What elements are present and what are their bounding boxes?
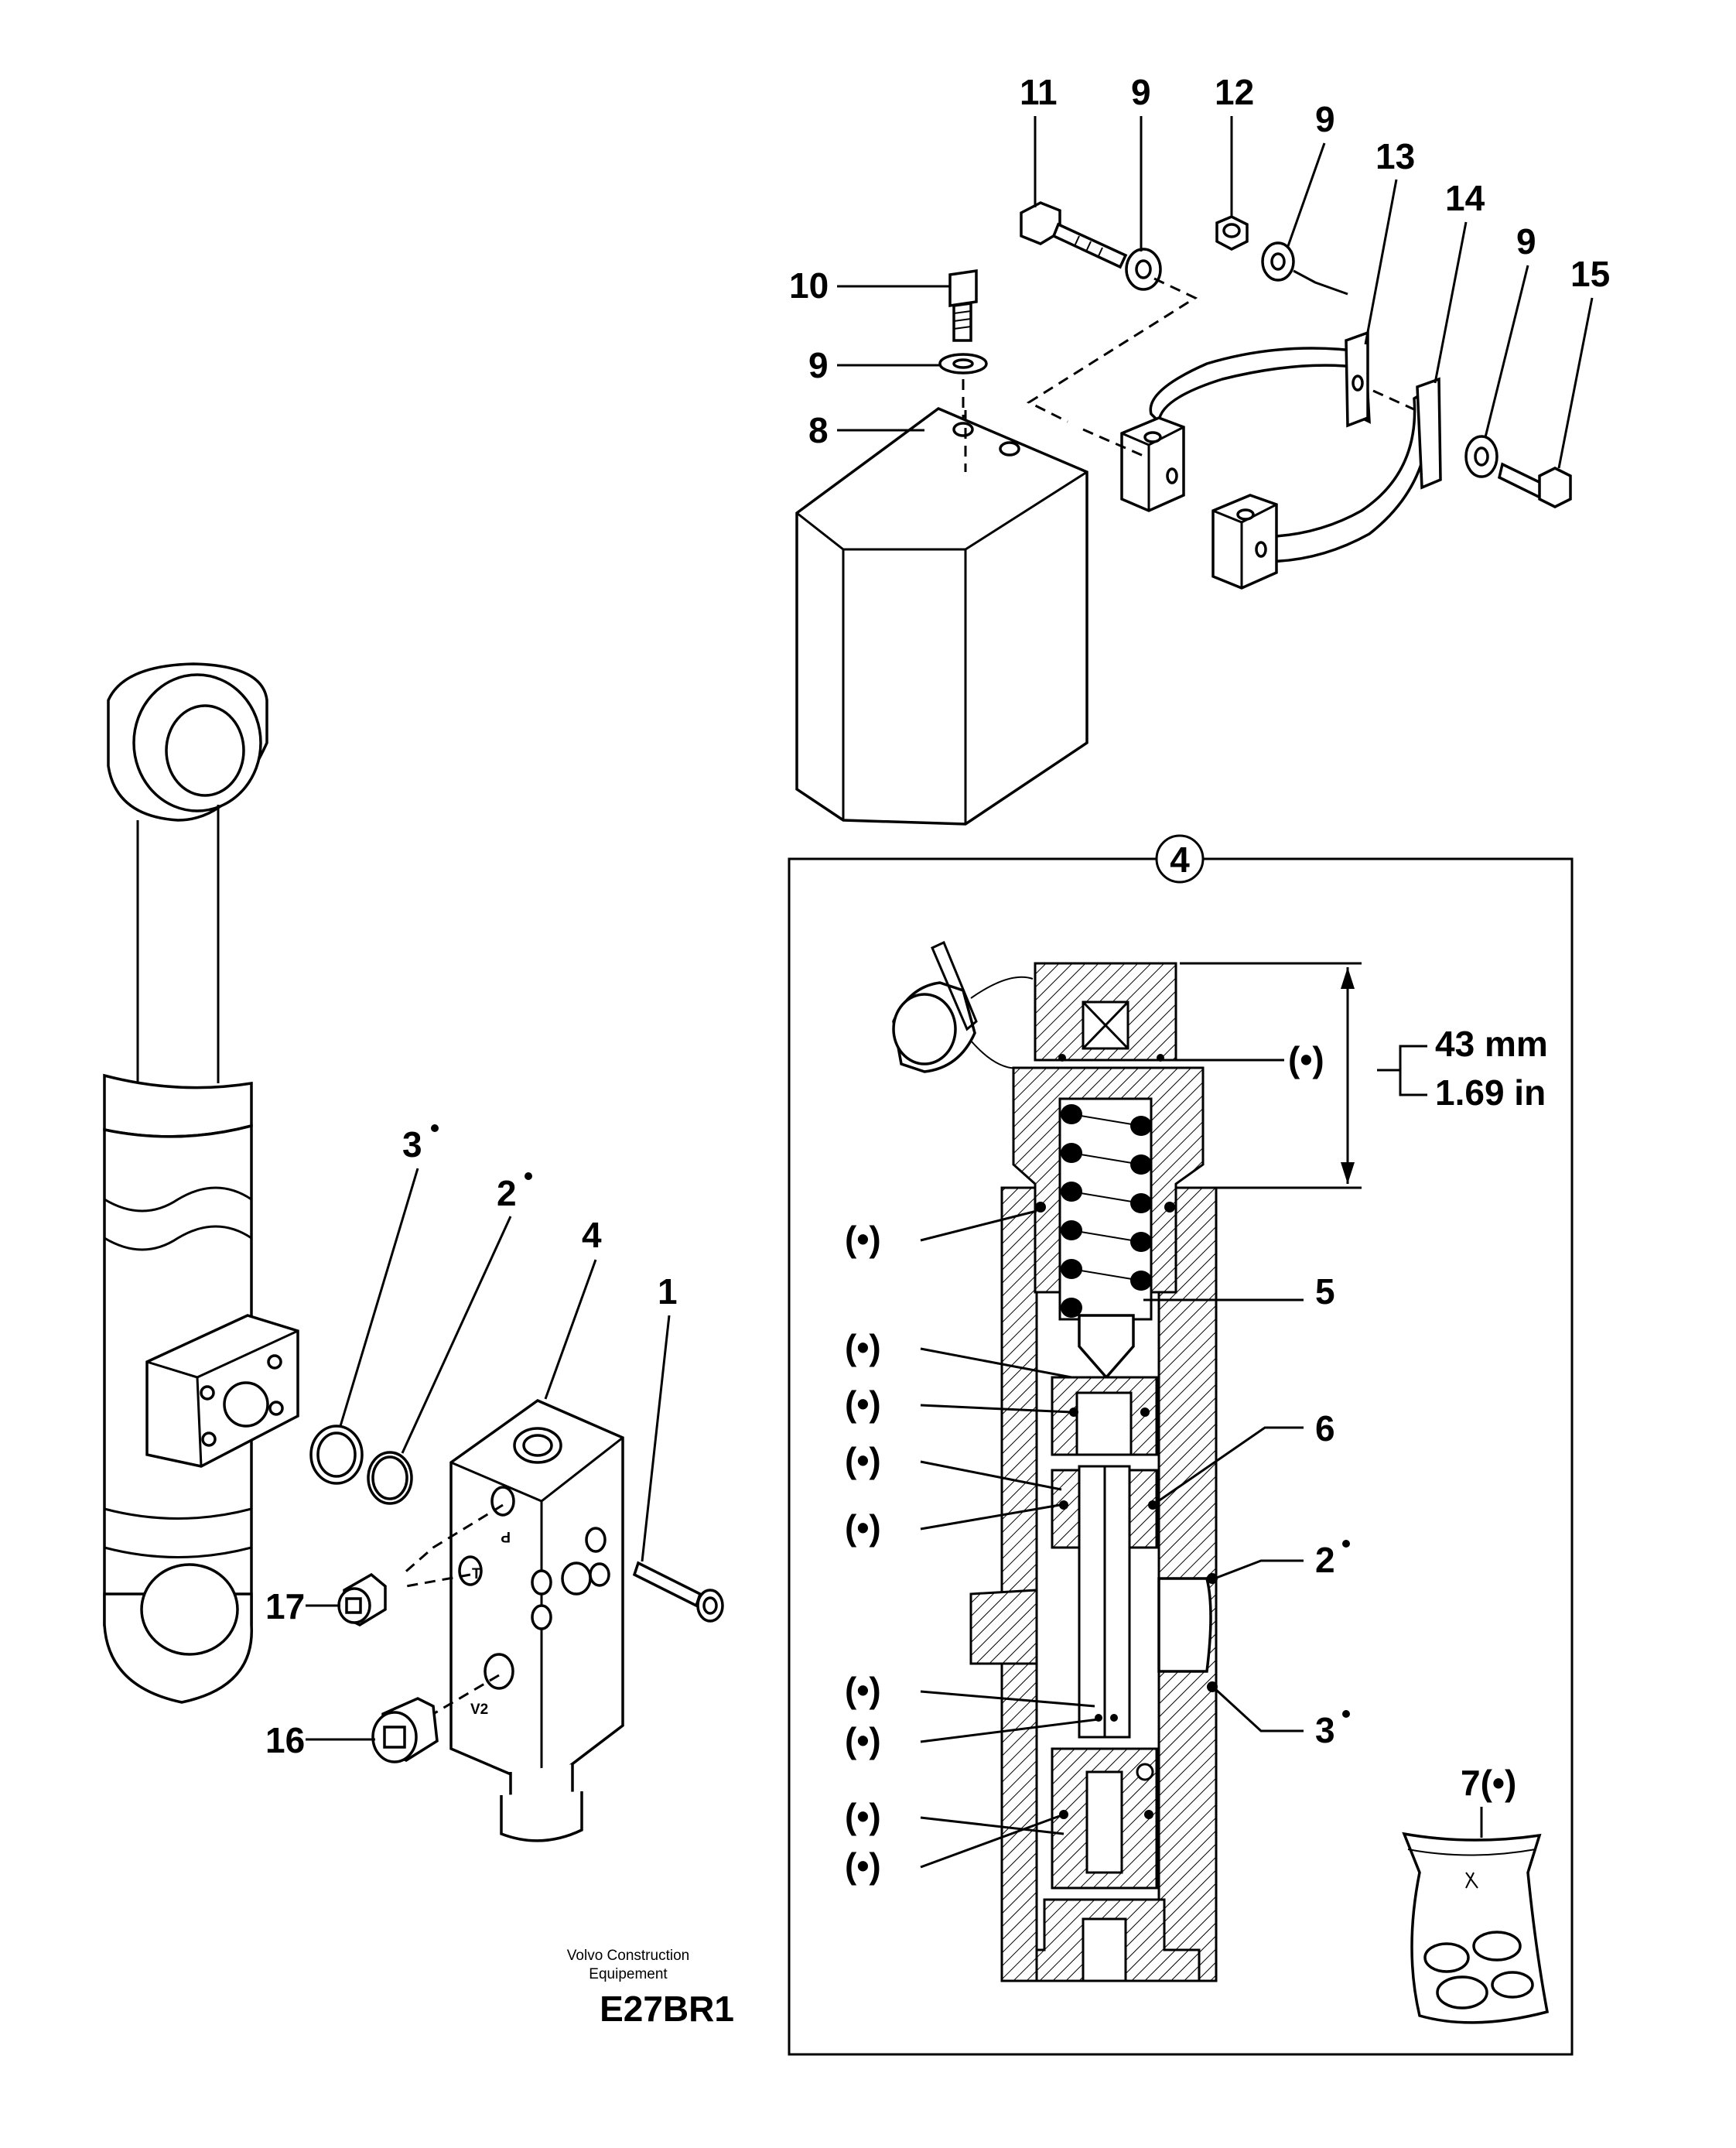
footer: Volvo Construction Equipement E27BR1: [567, 1948, 734, 2029]
figure-code: E27BR1: [600, 1989, 734, 2029]
bolt-1: [632, 1561, 724, 1623]
callout-14: 14: [1445, 178, 1485, 218]
seal-label-4: (•): [845, 1440, 881, 1480]
port-t-label: T: [472, 1566, 481, 1582]
spring: [1061, 1104, 1152, 1318]
cover-8: [795, 406, 1088, 826]
callout-11: 11: [1020, 72, 1058, 112]
bolt-11: [1020, 201, 1128, 269]
callout-2: 2: [497, 1173, 517, 1213]
hydraulic-cylinder: [103, 662, 299, 1704]
plug-16: [371, 1697, 439, 1763]
seal-label-top: (•): [1288, 1039, 1324, 1079]
seal-kit-bag: 7(•): [1402, 1763, 1550, 2024]
washer-9-a: [938, 353, 988, 375]
seal-label-7: (•): [845, 1720, 881, 1760]
seal-label-8: (•): [845, 1796, 881, 1836]
detail-item-2: 2: [1315, 1540, 1335, 1580]
callout-9b: 9: [1315, 99, 1335, 139]
dimension-in: 1.69 in: [1435, 1072, 1546, 1113]
callout-9d: 9: [808, 345, 829, 385]
callout-12: 12: [1215, 72, 1254, 112]
plug-17: [337, 1572, 387, 1626]
callout-17: 17: [265, 1586, 305, 1626]
callouts: 11 9 12 9 13 14 9 15 10 9 8 3 2 4 1 17 1: [265, 72, 1610, 1760]
dimension-mm: 43 mm: [1435, 1024, 1548, 1064]
callout-4: 4: [582, 1215, 602, 1255]
valve-block: P T V2: [402, 1398, 624, 1842]
callout-9a: 9: [1131, 72, 1151, 112]
callout-15: 15: [1570, 254, 1610, 294]
callout-3: 3: [402, 1124, 422, 1165]
seal-label-3: (•): [845, 1384, 881, 1424]
brand-line-1: Volvo Construction: [567, 1948, 689, 1964]
seal-label-1: (•): [845, 1219, 881, 1259]
seal-label-5: (•): [845, 1507, 881, 1548]
seal-label-9: (•): [845, 1845, 881, 1886]
callout-9c: 9: [1516, 221, 1536, 262]
bolt-15: [1497, 462, 1572, 508]
callout-16: 16: [265, 1720, 305, 1760]
callout-1: 1: [658, 1271, 678, 1312]
o-ring-2: [367, 1451, 413, 1505]
washer-9-c: [1261, 241, 1295, 282]
callout-10: 10: [789, 265, 829, 306]
o-ring-3: [309, 1425, 364, 1485]
bolt-10: [948, 268, 978, 342]
callout-13: 13: [1375, 136, 1415, 176]
seal-label-2: (•): [845, 1327, 881, 1367]
washer-9-d: [1464, 435, 1498, 478]
brand-line-2: Equipement: [589, 1966, 668, 1982]
port-p-label: P: [501, 1528, 511, 1544]
seal-label-6: (•): [845, 1670, 881, 1710]
detail-item-6: 6: [1315, 1408, 1335, 1449]
callout-8: 8: [808, 410, 829, 450]
detail-badge: 4: [1170, 840, 1190, 880]
port-v2-label: V2: [470, 1702, 488, 1718]
washer-9-b: [1125, 248, 1162, 291]
seal-cap: [892, 940, 1034, 1073]
detail-item-5: 5: [1315, 1271, 1335, 1312]
detail-view-4: 4: [788, 834, 1574, 2056]
detail-item-7: 7(•): [1461, 1763, 1516, 1803]
nut-12: [1215, 215, 1249, 251]
clamp-14: [1211, 377, 1442, 590]
clamp-13: [1120, 330, 1371, 512]
detail-item-3: 3: [1315, 1710, 1335, 1750]
